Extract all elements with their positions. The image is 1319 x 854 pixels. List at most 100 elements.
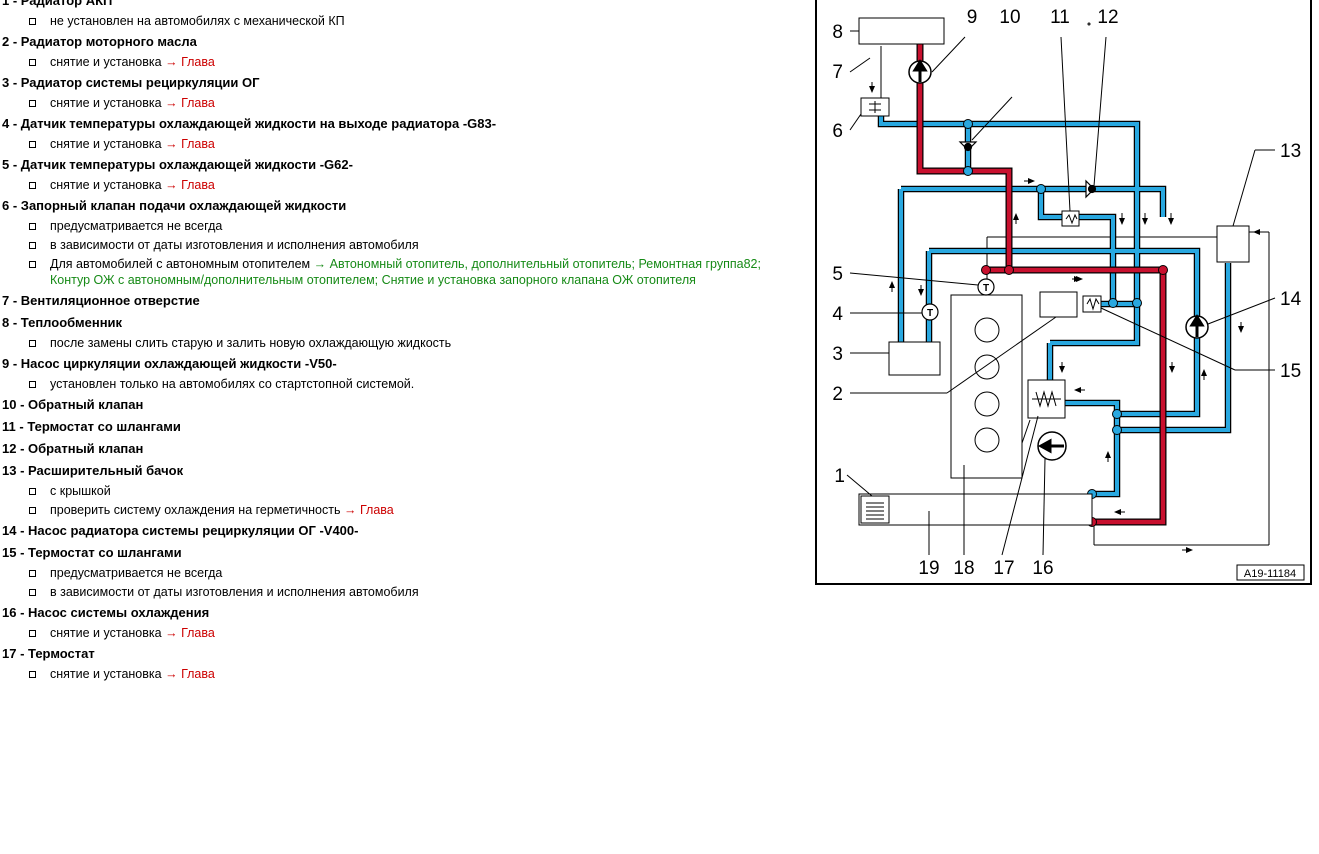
legend-subitem: в зависимости от даты изготовления и исп…	[0, 237, 800, 253]
legend-item-10: 10 - Обратный клапан	[0, 396, 800, 414]
legend-item-separator: -	[9, 75, 21, 90]
legend-item-number: 9	[2, 356, 10, 371]
legend-subitem: снятие и установка → Глава	[0, 666, 800, 682]
legend-subitem: не установлен на автомобилях с механичес…	[0, 13, 800, 29]
legend-item-11: 11 - Термостат со шлангами	[0, 418, 800, 436]
legend-item-6: 6 - Запорный клапан подачи охлаждающей ж…	[0, 197, 800, 288]
legend-item-separator: -	[15, 419, 28, 434]
square-bullet-icon	[29, 630, 36, 637]
diagram-svg: T T	[832, 7, 1305, 581]
chapter-link[interactable]: → Глава	[165, 178, 215, 192]
legend-item-number: 8	[2, 315, 10, 330]
square-bullet-icon	[29, 18, 36, 25]
legend-item-title: Расширительный бачок	[28, 463, 184, 478]
square-bullet-icon	[29, 671, 36, 678]
legend-item-2: 2 - Радиатор моторного масла снятие и уст…	[0, 33, 800, 70]
legend-subitem: снятие и установка → Глава	[0, 136, 800, 152]
legend-item-separator: -	[9, 116, 21, 131]
legend-item-separator: -	[16, 545, 29, 560]
oil-cooler-2	[1039, 291, 1078, 318]
legend-subitem: предусматривается не всегда	[0, 565, 800, 581]
legend-item-separator: -	[16, 441, 29, 456]
legend-subitem-text: Для автомобилей с автономным отопителем	[50, 257, 311, 271]
figure-id: A19-11184	[1244, 568, 1296, 580]
legend-subitem-text: предусматривается не всегда	[50, 219, 223, 233]
callout-12: 12	[1097, 7, 1118, 28]
legend-item-number: 7	[2, 293, 10, 308]
chapter-link[interactable]: → Автономный отопитель, дополнительный о…	[50, 257, 761, 287]
square-bullet-icon	[29, 141, 36, 148]
expansion-tank-13	[1216, 225, 1250, 263]
legend-subitem-text: предусматривается не всегда	[50, 566, 223, 580]
chapter-link[interactable]: → Глава	[165, 626, 215, 640]
chapter-link[interactable]: → Глава	[165, 96, 215, 110]
cold-coolant-lines	[877, 98, 1232, 498]
legend-item-heading: 4 - Датчик температуры охлаждающей жидко…	[0, 115, 800, 133]
chapter-link[interactable]: → Глава	[165, 137, 215, 151]
legend-item-12: 12 - Обратный клапан	[0, 440, 800, 458]
legend-subitem-text: снятие и установка	[50, 55, 162, 69]
legend-item-title: Обратный клапан	[28, 397, 144, 412]
legend-subitem: проверить систему охлаждения на герметич…	[0, 502, 800, 518]
legend-item-title: Вентиляционное отверстие	[20, 293, 200, 308]
legend-item-separator: -	[9, 198, 21, 213]
legend-item-number: 15	[2, 545, 17, 560]
callout-7: 7	[832, 62, 843, 83]
legend-item-separator: -	[9, 34, 21, 49]
legend-item-separator: -	[9, 293, 21, 308]
callout-18: 18	[953, 558, 974, 579]
legend-item-14: 14 - Насос радиатора системы рециркуляци…	[0, 522, 800, 540]
callout-19: 19	[918, 558, 939, 579]
callout-3: 3	[832, 344, 843, 365]
sensor-5-label: T	[983, 283, 989, 294]
legend-item-heading: 8 - Теплообменник	[0, 314, 800, 332]
square-bullet-icon	[29, 589, 36, 596]
legend-item-heading: 2 - Радиатор моторного масла	[0, 33, 800, 51]
legend-item-separator: -	[16, 646, 29, 661]
legend-item-number: 1	[2, 0, 10, 8]
legend-item-number: 16	[2, 605, 17, 620]
legend-subitem-text: с крышкой	[50, 484, 111, 498]
legend-subitem: после замены слить старую и залить новую…	[0, 335, 800, 351]
legend-item-heading: 11 - Термостат со шлангами	[0, 418, 800, 436]
legend-subitem-text: в зависимости от даты изготовления и исп…	[50, 585, 419, 599]
chapter-link[interactable]: → Глава	[343, 503, 394, 517]
sensor-4-label: T	[927, 308, 933, 319]
legend-item-title: Термостат со шлангами	[27, 419, 181, 434]
callout-16: 16	[1032, 558, 1053, 579]
callout-4: 4	[832, 304, 843, 325]
chapter-link[interactable]: → Глава	[165, 667, 215, 681]
square-bullet-icon	[29, 59, 36, 66]
legend-item-title: Насос системы охлаждения	[28, 605, 210, 620]
legend-item-title: Насос радиатора системы рециркуляции ОГ …	[28, 523, 359, 538]
legend-item-heading: 3 - Радиатор системы рециркуляции ОГ	[0, 74, 800, 92]
callout-9: 9	[967, 7, 978, 28]
callout-11: 11	[1050, 7, 1070, 28]
check-valves	[958, 141, 1097, 199]
legend-item-number: 11	[2, 419, 16, 434]
legend-item-number: 10	[2, 397, 17, 412]
legend-item-separator: -	[9, 157, 21, 172]
square-bullet-icon	[29, 488, 36, 495]
legend-subitem-text: снятие и установка	[50, 626, 162, 640]
legend-subitem-text: снятие и установка	[50, 667, 162, 681]
square-bullet-icon	[29, 340, 36, 347]
legend-item-separator: -	[9, 315, 21, 330]
square-bullet-icon	[29, 570, 36, 577]
legend-item-title: Насос циркуляции охлаждающей жидкости -V…	[20, 356, 337, 371]
heat-exchanger-8	[858, 17, 945, 45]
chapter-link[interactable]: → Глава	[165, 55, 215, 69]
square-bullet-icon	[29, 182, 36, 189]
square-bullet-icon	[29, 507, 36, 514]
legend-item-heading: 1 - Радиатор АКП	[0, 0, 800, 10]
legend-item-title: Термостат	[28, 646, 95, 661]
legend-item-title: Датчик температуры охлаждающей жидкости …	[20, 116, 497, 131]
legend-subitem-text: снятие и установка	[50, 137, 162, 151]
legend-item-9: 9 - Насос циркуляции охлаждающей жидкост…	[0, 355, 800, 392]
legend-subitem-text: снятие и установка	[50, 178, 162, 192]
